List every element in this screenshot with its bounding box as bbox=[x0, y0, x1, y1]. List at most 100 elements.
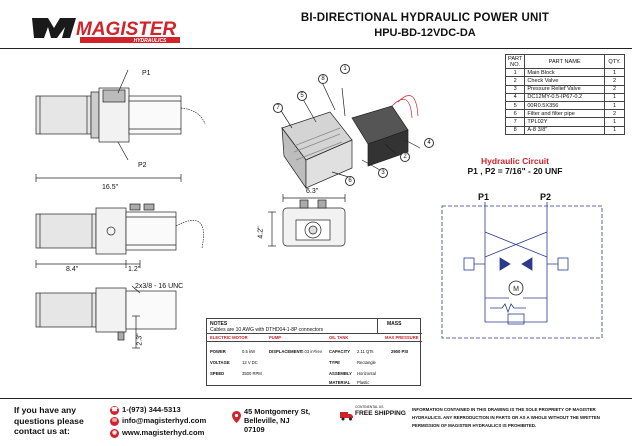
side-view-top bbox=[35, 69, 206, 182]
side-view-middle bbox=[35, 203, 204, 268]
part-qty: 1 bbox=[604, 100, 625, 111]
max-pressure-value: 2900 PSI bbox=[391, 349, 409, 354]
dim-length: 16.5" bbox=[102, 184, 119, 191]
callout-8: 8 bbox=[318, 74, 328, 84]
pump-header: PUMP bbox=[269, 335, 282, 340]
part-name: A-8 3/8" bbox=[524, 125, 605, 135]
electric-motor-header: ELECTRIC MOTOR bbox=[210, 335, 248, 340]
part-qty: 1 bbox=[604, 125, 625, 135]
part-no: 3 bbox=[504, 84, 526, 94]
contact-prompt-line-2: questions please bbox=[14, 415, 84, 426]
speed-value: 3500 RPM bbox=[242, 371, 262, 376]
phone-contact[interactable]: ☎1-(973) 344-5313 bbox=[110, 405, 181, 415]
parts-table-header: PART NO. PART NAME QTY. bbox=[504, 53, 625, 70]
part-qty: 2 bbox=[604, 109, 625, 119]
material-value: Plastic bbox=[357, 380, 370, 385]
logo-wordmark: MAGISTER bbox=[76, 19, 177, 40]
notes-text: Cables are 10 AWG with DTHD04-1-8P conne… bbox=[210, 327, 324, 333]
technical-drawings bbox=[35, 69, 421, 349]
dim-left-length: 8.4" bbox=[66, 266, 79, 273]
oil-tank-header: OIL TANK bbox=[329, 335, 349, 340]
address-line-3: 07109 bbox=[244, 425, 265, 435]
part-name: Main Block bbox=[524, 68, 605, 78]
side-view-bottom bbox=[35, 285, 177, 349]
part-qty: 1 bbox=[604, 68, 625, 78]
max-pressure-header: MAX PRESSURE bbox=[385, 335, 419, 340]
email-contact[interactable]: ✉info@magisterhyd.com bbox=[110, 416, 206, 426]
callout-3: 3 bbox=[378, 168, 388, 178]
part-name: Check Valve bbox=[524, 76, 605, 86]
part-no: 6 bbox=[504, 109, 526, 119]
logo-graphic: MAGISTER HYDRAULICS bbox=[32, 18, 180, 44]
company-logo: MAGISTER HYDRAULICS bbox=[30, 14, 190, 44]
web-address: www.magisterhyd.com bbox=[122, 428, 205, 437]
header-divider bbox=[0, 48, 632, 49]
col-qty: QTY. bbox=[604, 53, 625, 70]
free-shipping: FREE SHIPPING bbox=[355, 410, 406, 417]
part-qty: 2 bbox=[604, 76, 625, 86]
part-no: 1 bbox=[504, 68, 526, 78]
part-name: Pressure Relief Valve bbox=[524, 84, 605, 94]
displacement-value: 0.03 in³/rev bbox=[301, 349, 322, 354]
part-no: 2 bbox=[504, 76, 526, 86]
isometric-view bbox=[277, 77, 421, 190]
truck-icon bbox=[340, 408, 354, 426]
callout-4: 4 bbox=[424, 138, 434, 148]
speed-label: SPEED bbox=[210, 371, 225, 376]
displacement-label: DISPLACEMENT bbox=[269, 349, 303, 354]
callout-7: 7 bbox=[273, 103, 283, 113]
part-name: TPL02Y bbox=[524, 117, 605, 127]
part-no: 8 bbox=[504, 125, 526, 135]
part-qty: 2 bbox=[604, 84, 625, 94]
address: 45 Montgomery St, Belleville, NJ 07109 bbox=[244, 407, 310, 435]
location-icon bbox=[232, 410, 241, 428]
type-label: TYPE bbox=[329, 360, 340, 365]
contact-prompt: If you have any questions please contact… bbox=[14, 405, 84, 437]
material-label: MATERIAL bbox=[329, 380, 351, 385]
notes-title: NOTES bbox=[210, 321, 228, 327]
web-contact[interactable]: ◉www.magisterhyd.com bbox=[110, 428, 204, 438]
callout-5: 5 bbox=[297, 91, 307, 101]
contact-prompt-line-1: If you have any bbox=[14, 405, 77, 415]
part-name: Filter and filter pipe bbox=[524, 109, 605, 119]
logo-subtext: HYDRAULICS bbox=[134, 38, 167, 44]
power-value: 0.5 kW bbox=[242, 349, 256, 354]
email-address: info@magisterhyd.com bbox=[122, 416, 207, 425]
part-name: DC12MY-0.5-IP67-0.2 bbox=[524, 92, 605, 102]
globe-icon: ◉ bbox=[110, 428, 119, 438]
dim-height: 4.2" bbox=[257, 226, 265, 239]
footer-divider bbox=[0, 398, 632, 400]
voltage-label: VOLTAGE bbox=[210, 360, 230, 365]
front-view bbox=[268, 194, 346, 247]
phone-icon: ☎ bbox=[110, 405, 119, 415]
part-no: 4 bbox=[504, 92, 526, 102]
address-line-2: Belleville, NJ bbox=[244, 416, 290, 426]
contact-prompt-line-3: contact us at: bbox=[14, 426, 70, 436]
dim-right-length: 1.2" bbox=[128, 266, 141, 273]
label-p1-top: P1 bbox=[142, 70, 151, 77]
callout-1: 1 bbox=[340, 64, 350, 74]
capacity-label: CAPACITY bbox=[329, 349, 351, 354]
part-qty: 1 bbox=[604, 117, 625, 127]
part-no: 5 bbox=[504, 100, 526, 111]
hydraulic-circuit-diagram: M bbox=[441, 202, 603, 339]
circuit-title: Hydraulic Circuit bbox=[480, 156, 550, 166]
assembly-value: Horizontal bbox=[357, 371, 376, 376]
voltage-value: 12 V DC bbox=[242, 360, 258, 365]
circuit-subtitle: P1 , P2 = 7/16" - 20 UNF bbox=[467, 166, 563, 176]
circuit-p2-label: P2 bbox=[540, 192, 552, 202]
email-icon: ✉ bbox=[110, 416, 119, 426]
model-number: HPU-BD-12VDC-DA bbox=[374, 27, 476, 39]
part-no: 7 bbox=[504, 117, 526, 127]
mass-label: MASS bbox=[387, 321, 402, 327]
